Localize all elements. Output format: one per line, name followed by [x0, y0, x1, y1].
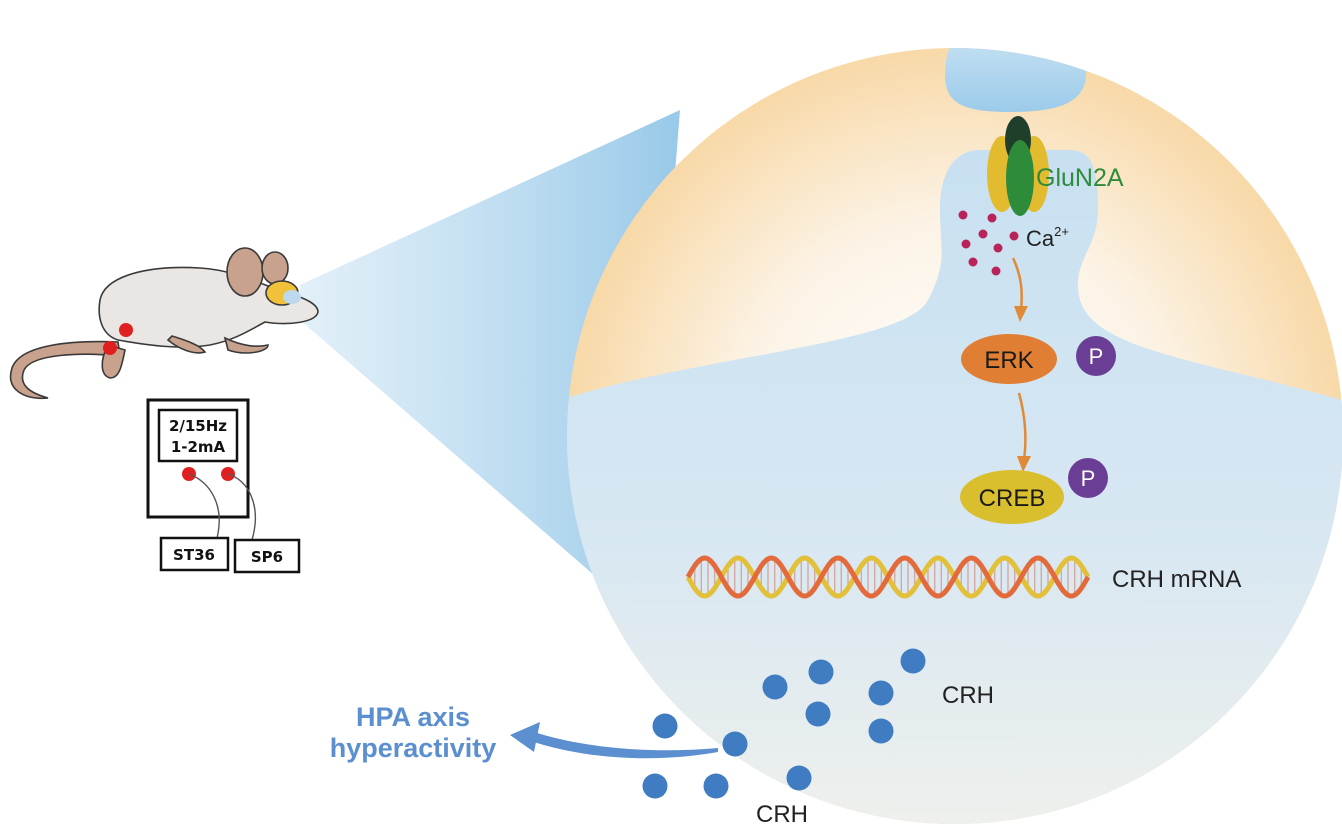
glun2a-receptor: [987, 116, 1049, 216]
erk-node: [961, 334, 1057, 384]
arrow-ca-to-erk: [1011, 257, 1023, 311]
electrode-wire-2: [227, 473, 256, 541]
outcome-label-line2: hyperactivity: [330, 733, 497, 763]
crh-label-outside: CRH: [756, 801, 808, 828]
outcome-label-line1: HPA axis: [356, 702, 470, 732]
acupoint-label-st36: ST36: [173, 546, 215, 564]
stimulator-frequency: 2/15Hz: [169, 417, 227, 435]
acupoint-box-st36: [159, 536, 230, 572]
acupoint-leg: [103, 341, 117, 355]
arrowhead-2: [1017, 456, 1031, 472]
mouse-ear-back: [226, 247, 264, 297]
creb-label: CREB: [979, 485, 1046, 512]
acupoint-hip: [119, 323, 133, 337]
arrowhead-1: [1014, 306, 1028, 322]
zoom-circle: [567, 48, 1342, 824]
dna-helix: [685, 555, 1091, 599]
postsynaptic-neuron: [567, 150, 1342, 824]
erk-label: ERK: [984, 347, 1033, 374]
mouse-tail: [9, 340, 121, 400]
stimulator-current: 1-2mA: [171, 438, 226, 456]
receptor-label: GluN2A: [1036, 164, 1124, 192]
pathway-arrows: [1011, 257, 1027, 461]
mouse-illustration: [9, 247, 319, 400]
erk-phospho-label: P: [1089, 344, 1104, 369]
acupoint-label-sp6: SP6: [251, 548, 283, 566]
presynaptic-terminal: [945, 48, 1087, 112]
outcome-arrow: [510, 722, 718, 759]
crh-particles-inside: [762, 648, 926, 744]
electro-stimulator: [146, 398, 250, 519]
mouse-front-leg: [223, 336, 269, 354]
creb-phospho-label: P: [1081, 466, 1096, 491]
mrna-label: CRH mRNA: [1112, 566, 1241, 593]
mouse-ear-front: [261, 251, 289, 285]
crh-label-inside: CRH: [942, 682, 994, 709]
erk-phospho-badge: [1076, 336, 1116, 376]
mouse-brain-region: [283, 290, 301, 304]
mouse-body: [98, 266, 319, 348]
arrow-erk-to-creb: [1017, 392, 1027, 461]
acupoint-box-sp6: [233, 538, 301, 574]
electrode-wire-1: [188, 473, 220, 539]
creb-node: [960, 470, 1064, 524]
mouse-mid-leg: [166, 335, 207, 354]
calcium-label: Ca2+: [1026, 224, 1069, 251]
calcium-ions: [958, 210, 1019, 276]
crh-particles-outside: [642, 713, 812, 799]
creb-phospho-badge: [1068, 458, 1108, 498]
